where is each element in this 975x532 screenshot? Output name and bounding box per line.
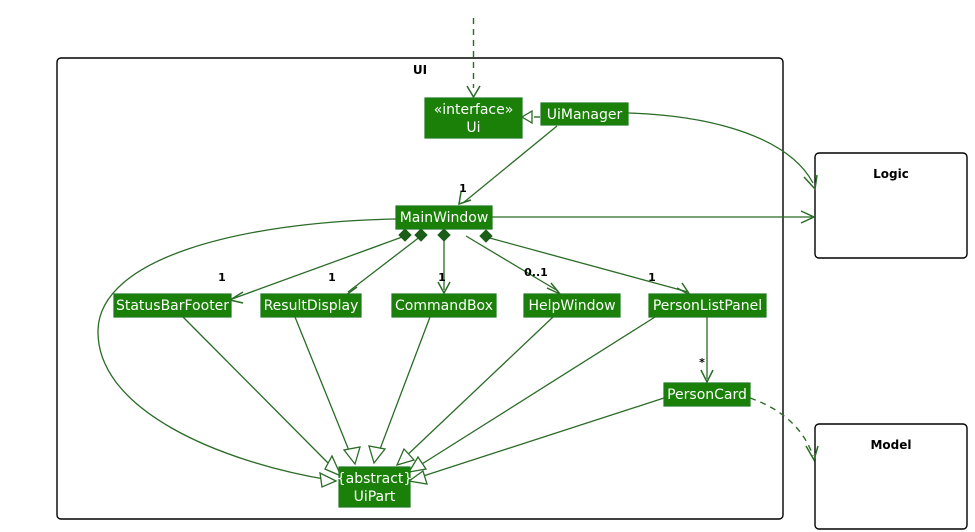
class-personlistpanel-box[interactable] [648, 293, 767, 318]
class-resultdisplay-box[interactable] [260, 293, 362, 318]
edge-mainwindow-to-personlistpanel [479, 229, 691, 296]
class-mainwindow[interactable]: MainWindow [395, 205, 493, 230]
multiplicity-resultdisplay: 1 [328, 271, 336, 284]
edge-uimanager-realizes-ui [520, 109, 540, 125]
class-helpwindow[interactable]: HelpWindow [523, 293, 621, 318]
edge-uimanager-to-logic [627, 112, 818, 191]
class-commandbox-box[interactable] [391, 293, 497, 318]
class-commandbox-name: CommandBox [395, 298, 493, 314]
package-logic: Logic [814, 152, 968, 259]
package-ui: UI [56, 57, 784, 520]
class-uipart-box[interactable] [338, 466, 411, 508]
package-ui-label: UI [413, 63, 427, 77]
package-model: Model [814, 423, 968, 530]
class-mainwindow-name: MainWindow [400, 210, 489, 226]
edge-helpwindow-to-uipart [395, 316, 554, 467]
class-uipart-name: UiPart [354, 489, 396, 505]
edge-personlistpanel-to-uipart [407, 316, 656, 473]
class-resultdisplay-name: ResultDisplay [264, 298, 359, 314]
class-helpwindow-box[interactable] [523, 293, 621, 318]
class-ui-interface-stereotype: «interface» [434, 102, 514, 118]
edge-mainwindow-to-uipart [97, 218, 397, 488]
edge-personlistpanel-to-personcard [700, 317, 714, 384]
class-uimanager-box[interactable] [540, 102, 629, 126]
class-commandbox[interactable]: CommandBox [391, 293, 497, 318]
class-personcard[interactable]: PersonCard [663, 382, 751, 407]
class-personlistpanel-name: PersonListPanel [653, 298, 762, 314]
class-uipart-stereotype: {abstract} [337, 471, 413, 487]
edge-uimanager-to-mainwindow [458, 125, 558, 206]
multiplicity-mainwindow: 1 [459, 182, 467, 195]
class-uipart[interactable]: {abstract} UiPart [337, 466, 413, 508]
package-model-label: Model [870, 438, 911, 452]
class-ui-interface-box[interactable] [424, 97, 523, 139]
class-statusbarfooter[interactable]: StatusBarFooter [113, 293, 232, 318]
class-uimanager[interactable]: UiManager [540, 102, 629, 126]
multiplicity-commandbox: 1 [438, 271, 446, 284]
multiplicity-statusbarfooter: 1 [218, 271, 226, 284]
edge-commandbox-to-uipart [368, 316, 431, 465]
edge-personcard-to-model [749, 397, 819, 462]
class-ui-interface-name: Ui [466, 120, 480, 136]
class-personcard-box[interactable] [663, 382, 751, 407]
class-ui-interface[interactable]: «interface» Ui [424, 97, 523, 139]
class-mainwindow-box[interactable] [395, 205, 493, 230]
edge-resultdisplay-to-uipart [294, 316, 361, 466]
class-personlistpanel[interactable]: PersonListPanel [648, 293, 767, 318]
class-statusbarfooter-box[interactable] [113, 293, 232, 318]
class-helpwindow-name: HelpWindow [528, 298, 615, 314]
edge-external-to-ui [466, 18, 481, 99]
edge-mainwindow-to-commandbox [437, 228, 451, 295]
package-logic-box [814, 152, 968, 259]
package-logic-label: Logic [873, 167, 909, 181]
class-personcard-name: PersonCard [667, 387, 747, 403]
edge-personcard-to-uipart [407, 397, 665, 485]
multiplicity-personlistpanel: 1 [648, 271, 656, 284]
multiplicity-helpwindow: 0..1 [524, 266, 548, 279]
edge-statusbarfooter-to-uipart [182, 316, 343, 478]
edge-mainwindow-to-statusbar [228, 228, 412, 304]
class-uimanager-name: UiManager [547, 107, 623, 123]
package-ui-box [56, 57, 784, 520]
edge-mainwindow-to-logic [492, 210, 816, 224]
multiplicity-personcard: * [699, 356, 705, 369]
class-statusbarfooter-name: StatusBarFooter [116, 298, 229, 314]
class-resultdisplay[interactable]: ResultDisplay [260, 293, 362, 318]
package-model-box [814, 423, 968, 530]
